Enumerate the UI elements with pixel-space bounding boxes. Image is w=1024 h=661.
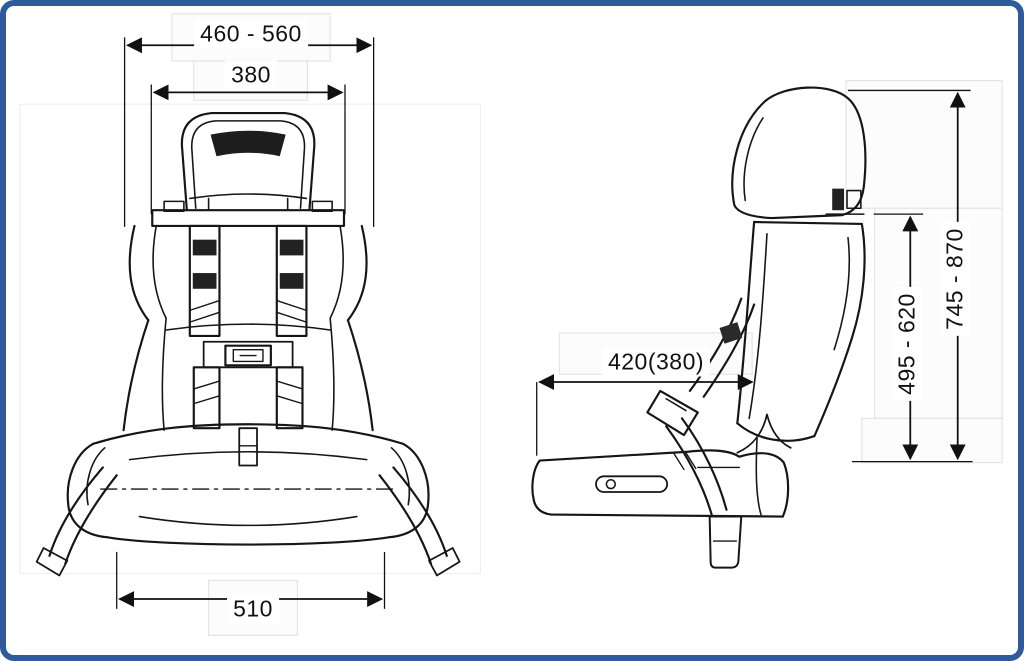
extension-lines-side [536,89,973,463]
extension-lines-front [116,37,386,609]
dim-label-side-total-height: 745 - 870 [940,222,970,336]
dim-label-side-depth: 420(380) [601,347,711,377]
front-view-drawing [35,111,461,577]
guide-boxes [19,13,1003,636]
dim-label-front-headrest-width: 380 [225,60,277,90]
side-view-drawing [531,86,867,569]
seat-dimension-drawing [19,13,1003,636]
dimension-lines [116,37,973,609]
dim-label-front-base-width: 510 [227,594,279,624]
dim-label-front-outer-width: 460 - 560 [194,19,308,49]
dim-label-side-backrest-height: 495 - 620 [892,287,922,401]
